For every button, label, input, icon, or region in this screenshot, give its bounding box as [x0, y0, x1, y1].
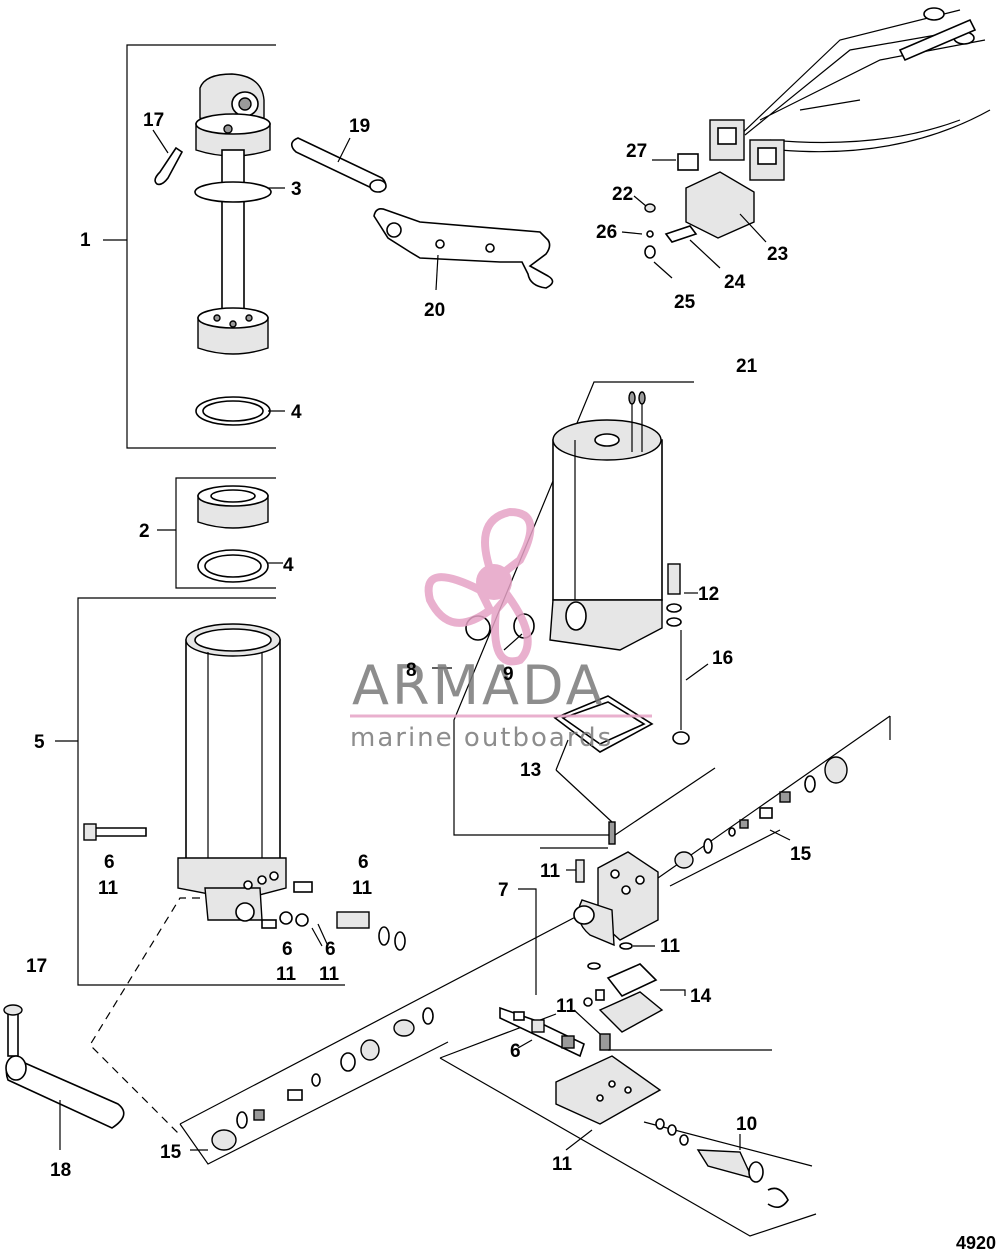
callout: 11	[276, 964, 297, 985]
callout: 1	[80, 230, 91, 251]
callout: 15	[160, 1142, 182, 1163]
callout: 11	[660, 936, 681, 957]
callout: 18	[50, 1160, 71, 1181]
callout: 14	[690, 986, 712, 1007]
callout: 6	[510, 1041, 521, 1062]
callout: 23	[767, 244, 788, 265]
callout: 8	[406, 660, 417, 681]
harness-group	[621, 7, 991, 279]
callout: 16	[712, 648, 733, 669]
propeller-logo-icon	[424, 507, 535, 666]
callout: 6	[104, 852, 115, 873]
callout: 10	[736, 1114, 757, 1135]
watermark-tagline: marine outboards	[350, 723, 613, 753]
callout: 7	[498, 880, 509, 901]
figure-number: 4920	[956, 1233, 996, 1253]
callout: 21	[736, 356, 758, 377]
callout: 9	[503, 664, 514, 685]
callout: 17	[26, 956, 47, 977]
callout: 6	[325, 939, 336, 960]
cap-group	[157, 477, 283, 589]
pump-group	[518, 847, 686, 1051]
callout: 2	[139, 521, 150, 542]
valve-kit-lower	[179, 899, 609, 1165]
brand-watermark: ARMADA marine outboards	[350, 507, 652, 753]
callout: 3	[291, 179, 302, 200]
motor-group	[432, 381, 716, 845]
callout: 11	[98, 878, 119, 899]
rod-assembly-group	[103, 44, 285, 449]
callout: 22	[612, 184, 633, 205]
callout: 27	[626, 141, 647, 162]
callout-labels: 1 17 3 19 20 4 2 4 5 6 11 6 11 6 11 6 11…	[26, 110, 812, 1181]
callout: 12	[698, 584, 719, 605]
callout: 4	[283, 555, 294, 576]
cylinder-group	[55, 597, 406, 1136]
callout: 6	[282, 939, 293, 960]
pin-and-bracket	[290, 137, 554, 291]
callout: 6	[358, 852, 369, 873]
callout: 25	[674, 292, 696, 313]
callout: 4	[291, 402, 302, 423]
callout: 11	[552, 1154, 573, 1175]
callout: 13	[520, 760, 541, 781]
callout: 5	[34, 732, 45, 753]
callout: 11	[319, 964, 340, 985]
callout: 26	[596, 222, 617, 243]
callout: 20	[424, 300, 445, 321]
callout: 15	[790, 844, 812, 865]
callout: 11	[540, 861, 561, 882]
callout: 11	[352, 878, 373, 899]
lower-pins	[3, 1004, 125, 1150]
watermark-brand: ARMADA	[352, 654, 606, 717]
callout: 24	[724, 272, 746, 293]
callout: 17	[143, 110, 164, 131]
base-plate-group	[439, 1006, 817, 1237]
valve-kit-upper	[657, 715, 891, 887]
callout: 19	[349, 116, 370, 137]
callout: 11	[556, 996, 577, 1017]
